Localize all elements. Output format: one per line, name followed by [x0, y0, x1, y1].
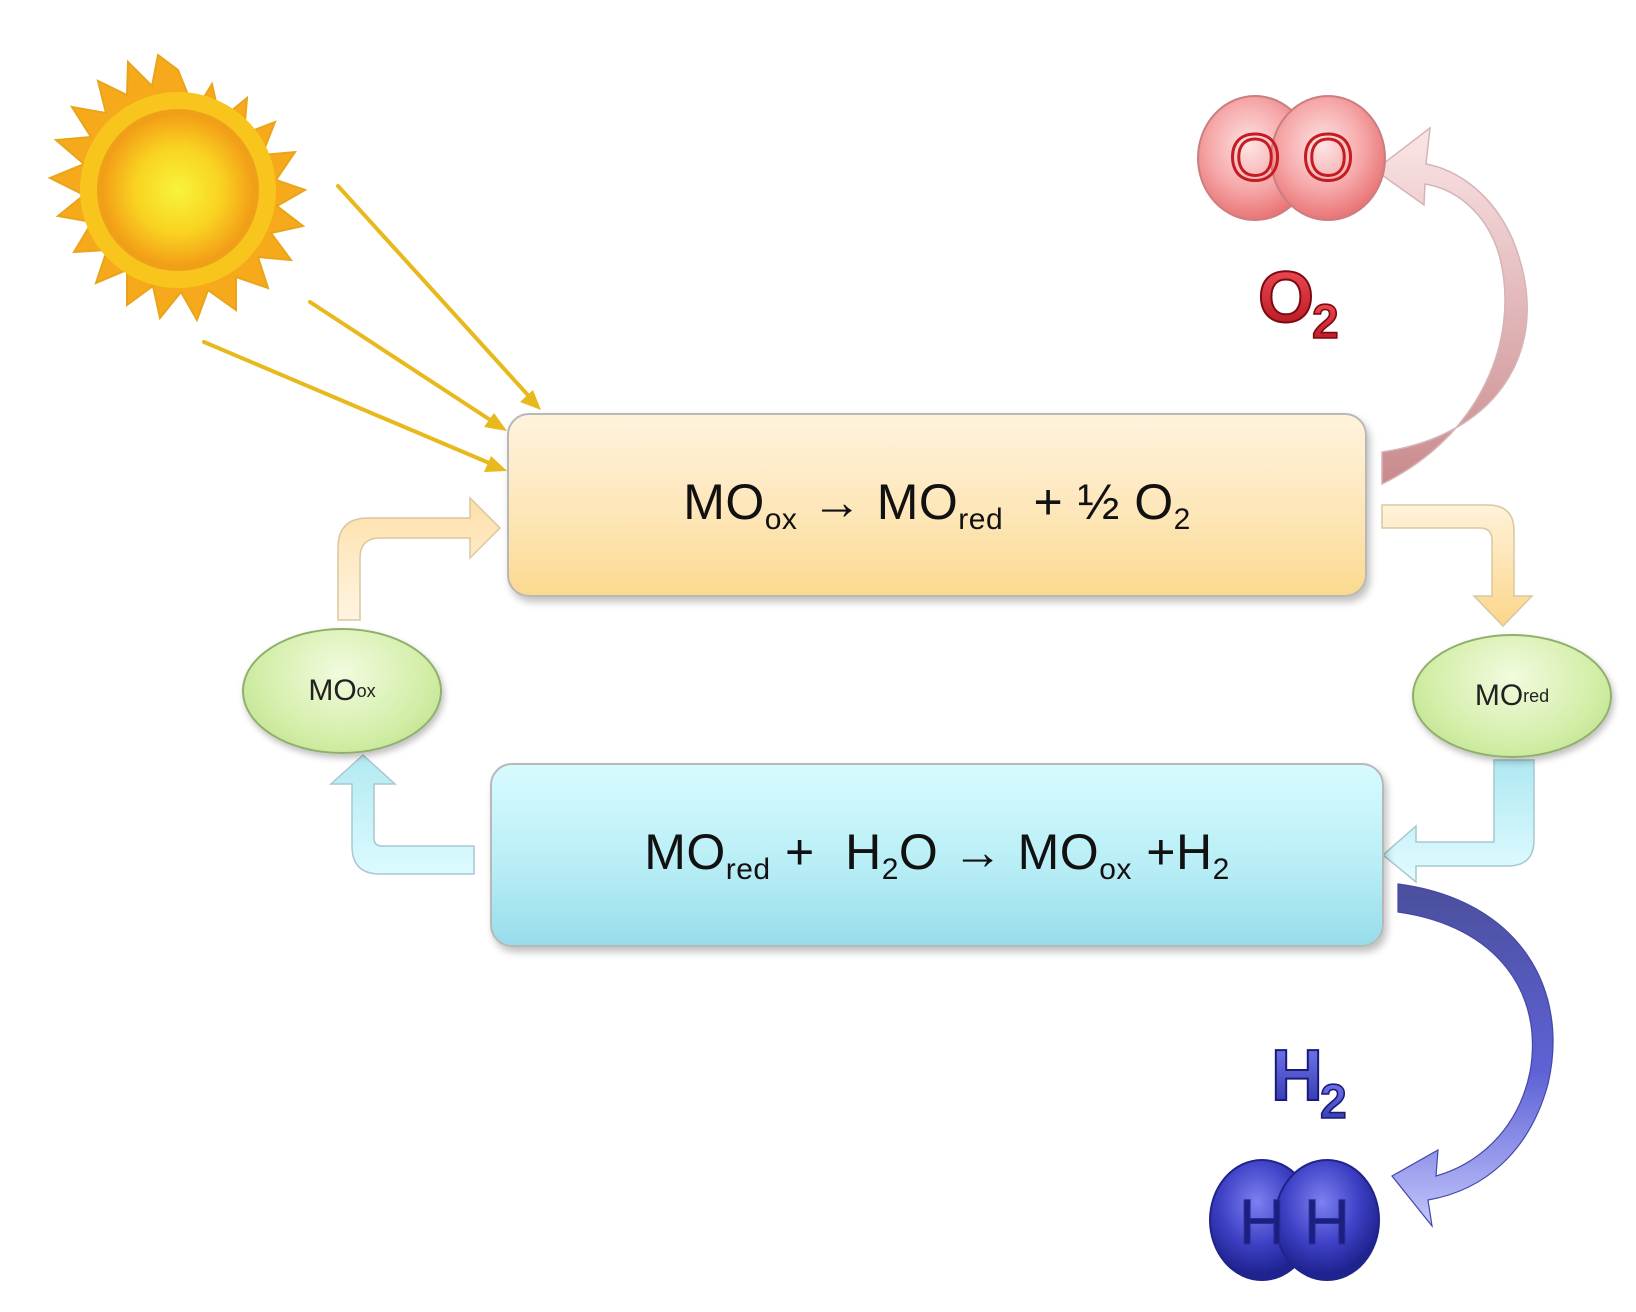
- arrow-top-box-to-right-node: [1381, 504, 1534, 628]
- light-ray-arrowheads: [484, 390, 541, 472]
- top-product-subscript: red: [958, 503, 1004, 536]
- bottom-product-subscript: ox: [1099, 853, 1132, 886]
- left-node-subscript: ox: [356, 680, 376, 701]
- top-reaction-equation: MOox → MOred + ½ O2: [683, 473, 1191, 537]
- bottom-reactant-subscript: red: [725, 853, 771, 886]
- hydrogen-molecule-icon: H H: [1209, 1159, 1380, 1281]
- hydrogen-label-subscript: 2: [1320, 1076, 1347, 1129]
- oxygen-atom-2-label: O: [1302, 120, 1353, 194]
- sun-icon: [47, 53, 308, 323]
- bottom-water-tail: O: [898, 824, 939, 880]
- top-oxygen-subscript: 2: [1173, 503, 1191, 536]
- top-reaction-arrow: →: [811, 474, 863, 530]
- bottom-hydrogen-term: +H: [1146, 824, 1213, 880]
- bottom-plus: +: [785, 824, 815, 880]
- bottom-reactant: MO: [644, 824, 726, 880]
- oxygen-molecule-icon: O O: [1197, 95, 1386, 221]
- hydrogen-label: H 2: [1270, 1035, 1348, 1130]
- bottom-water-subscript: 2: [881, 853, 899, 886]
- oxygen-release-arrow: [1373, 126, 1528, 486]
- hydrogen-label-letter: H: [1271, 1036, 1323, 1116]
- arrow-left-to-top-box: [337, 496, 502, 621]
- water-splitting-step-box: MOred + H2O → MOox +H2: [490, 763, 1384, 947]
- top-reactant-subscript: ox: [764, 503, 798, 536]
- light-rays: [202, 184, 538, 470]
- right-node-label: MO: [1474, 679, 1524, 712]
- hydrogen-atom-2-label: H: [1304, 1186, 1350, 1258]
- bottom-reaction-equation: MOred + H2O → MOox +H2: [644, 823, 1230, 887]
- oxygen-label-subscript: 2: [1312, 296, 1339, 349]
- bottom-hydrogen-subscript: 2: [1212, 853, 1230, 886]
- bottom-reaction-arrow: →: [952, 824, 1004, 880]
- bottom-water: H: [845, 824, 882, 880]
- arrow-right-node-to-bottom-box: [1381, 759, 1535, 884]
- top-product: MO: [876, 474, 959, 530]
- oxygen-atom-1-label: O: [1229, 120, 1280, 194]
- oxygen-label: O 2: [1257, 257, 1340, 350]
- hydrogen-atom-1-label: H: [1239, 1186, 1285, 1258]
- hydrogen-release-arrow: [1391, 883, 1554, 1229]
- oxidation-reduction-step-box: MOox → MOred + ½ O2: [507, 413, 1367, 597]
- right-node-subscript: red: [1523, 685, 1550, 706]
- left-node-label: MO: [308, 674, 357, 707]
- arrow-bottom-box-to-left-node: [329, 753, 475, 875]
- bottom-product: MO: [1017, 824, 1100, 880]
- top-oxygen-term: + ½ O: [1033, 474, 1174, 530]
- oxygen-label-letter: O: [1258, 258, 1314, 338]
- top-reactant: MO: [683, 474, 765, 530]
